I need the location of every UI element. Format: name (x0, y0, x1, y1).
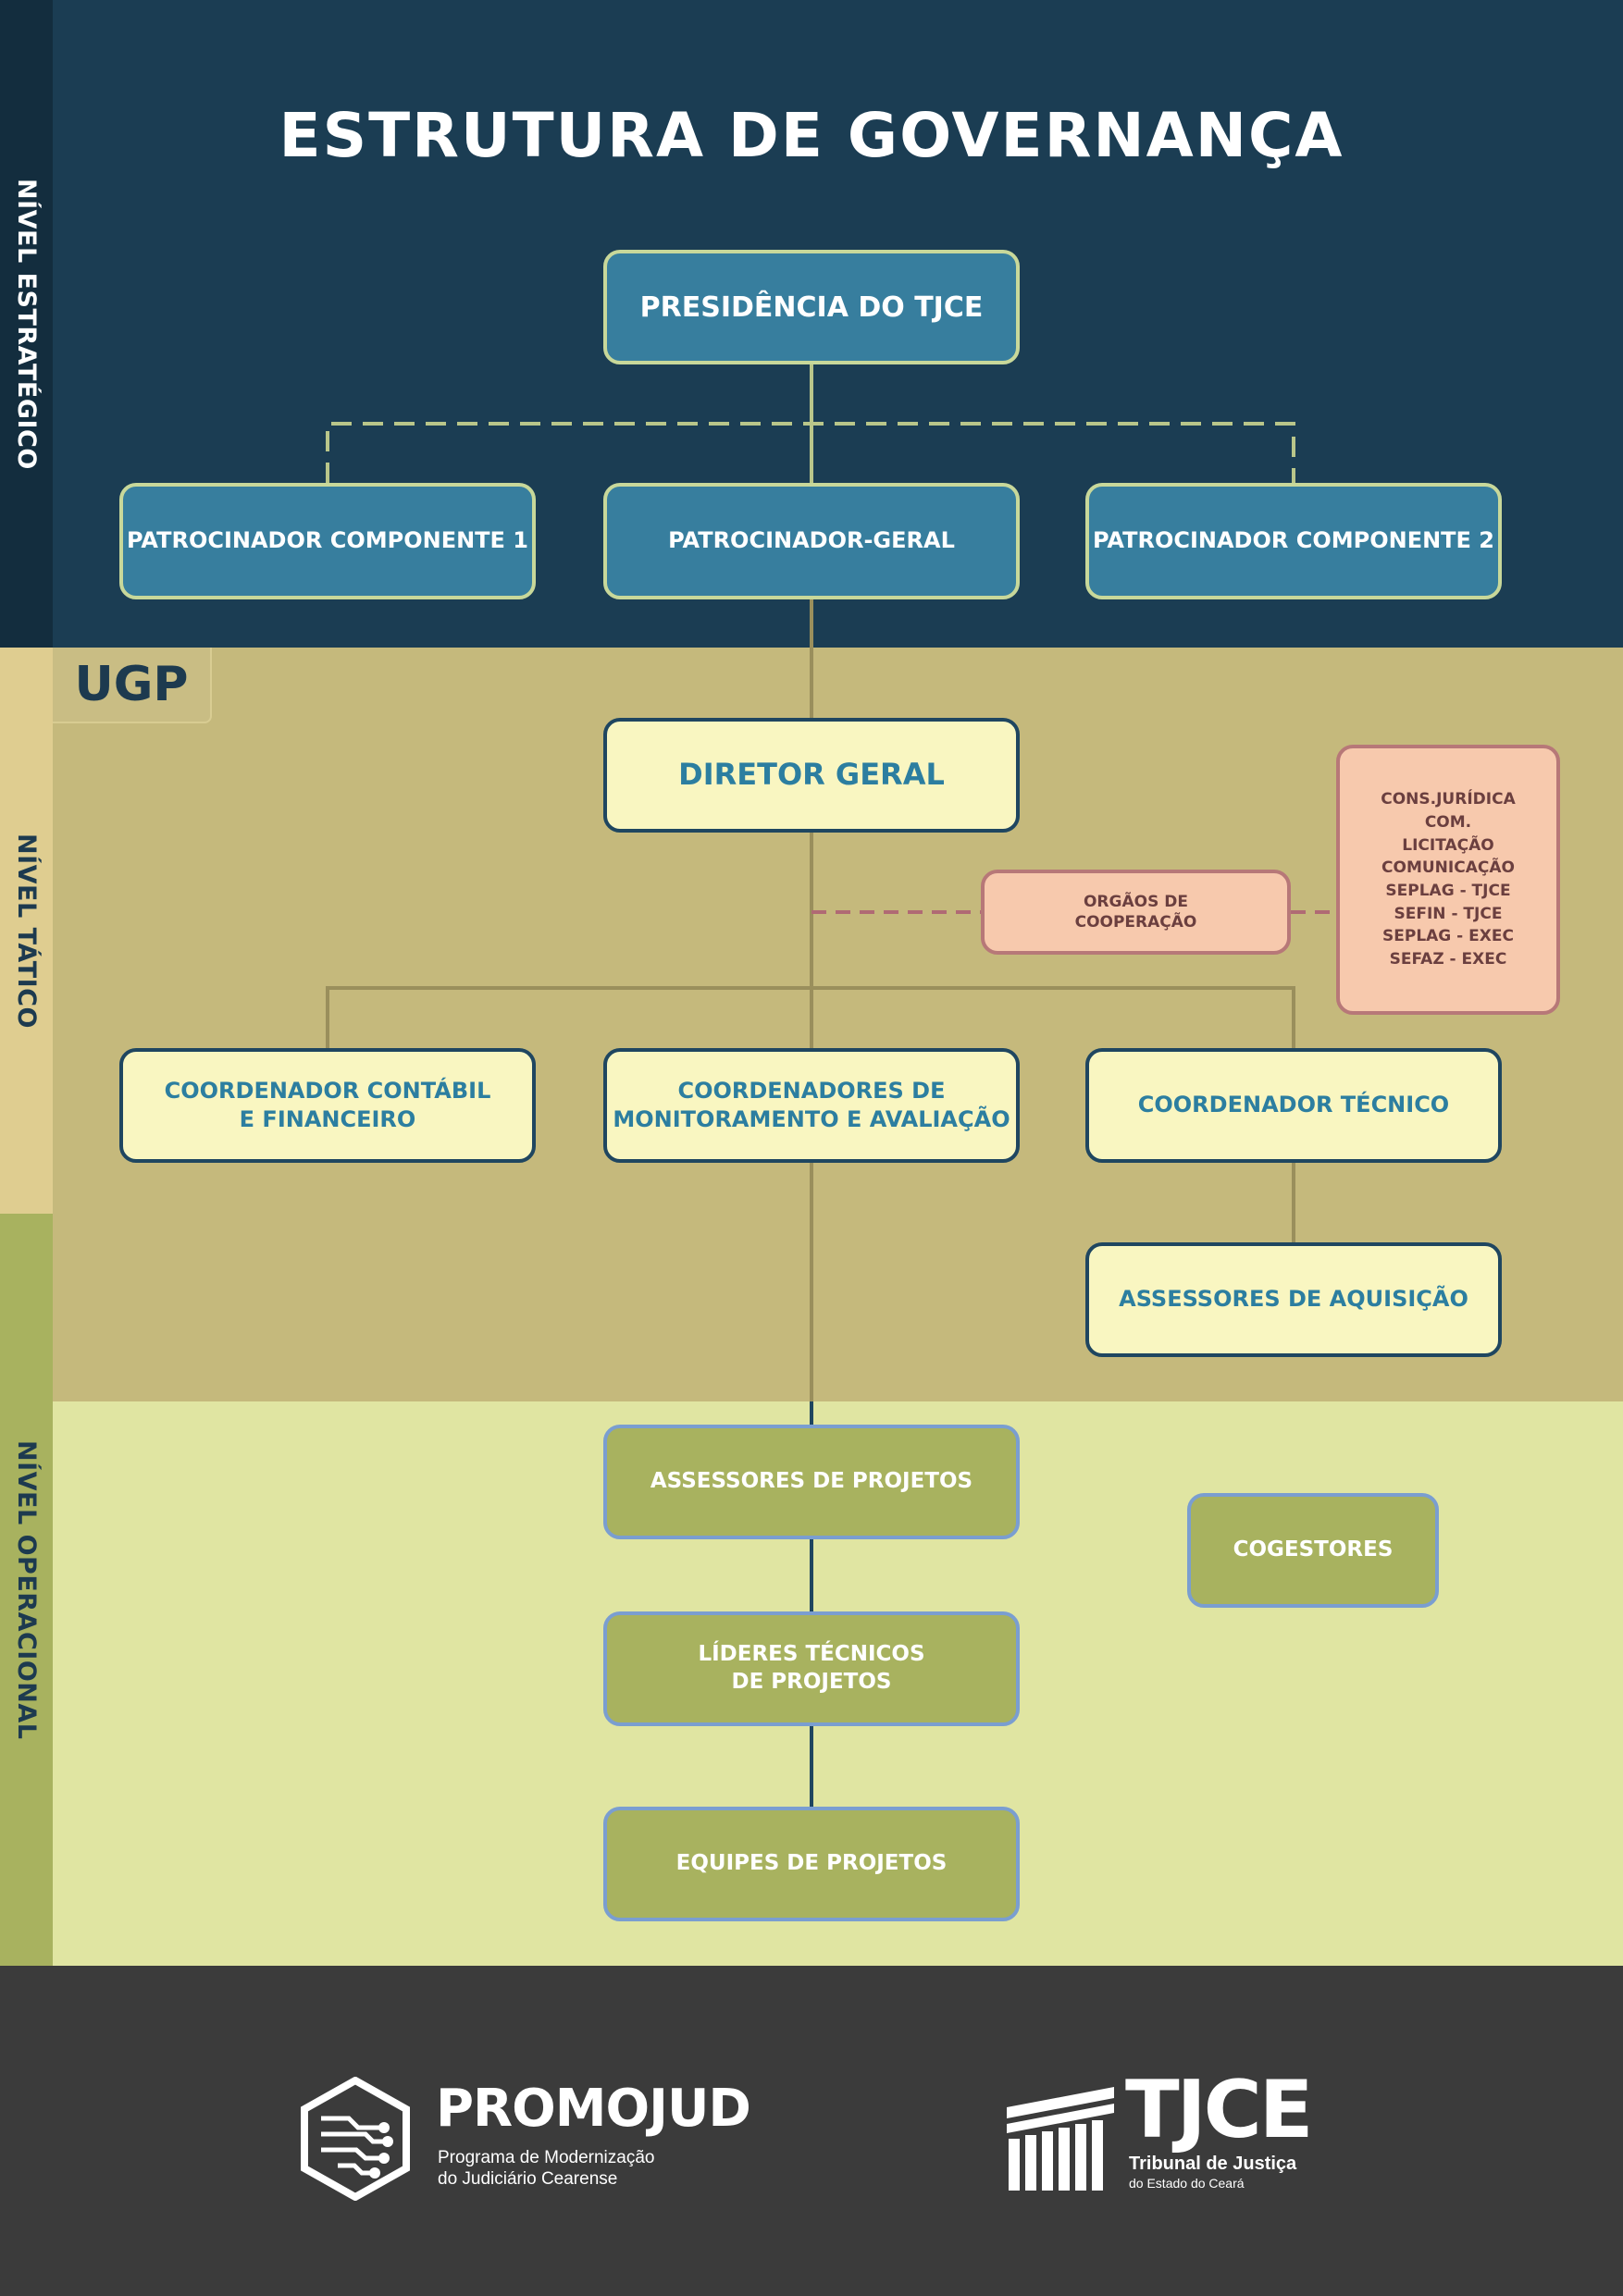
node-patrocinador-geral: PATROCINADOR-GERAL (603, 483, 1020, 599)
connector-coordenadores-bar (326, 986, 1295, 1048)
promojud-name: PROMOJUD (436, 2079, 751, 2139)
tjce-subtitle-1: Tribunal de Justiça (1129, 2154, 1297, 2174)
node-patrocinador-componente-1: PATROCINADOR COMPONENTE 1 (119, 483, 536, 599)
tactical-level-label: NÍVEL TÁTICO (12, 833, 41, 1029)
strategic-level-sidebar: NÍVEL ESTRATÉGICO (0, 0, 53, 648)
page-title: ESTRUTURA DE GOVERNANÇA (279, 100, 1344, 171)
operational-level-label: NÍVEL OPERACIONAL (12, 1439, 41, 1740)
node-cogestores: COGESTORES (1187, 1493, 1439, 1608)
tjce-logo: TJCE Tribunal de Justiça do Estado do Ce… (1007, 2070, 1321, 2200)
promojud-hexagon-icon (301, 2077, 410, 2201)
connector-dashed-patrocinadores (326, 422, 1295, 483)
node-lideres-tecnicos: LÍDERES TÉCNICOS DE PROJETOS (603, 1611, 1020, 1726)
promojud-subtitle-1: Programa de Modernização (438, 2148, 655, 2167)
tjce-columns-icon (1007, 2087, 1114, 2191)
node-orgaos-cooperacao: ORGÃOS DE COOPERAÇÃO (981, 870, 1291, 955)
node-equipes-projetos: EQUIPES DE PROJETOS (603, 1807, 1020, 1921)
node-presidencia: PRESIDÊNCIA DO TJCE (603, 250, 1020, 364)
tjce-subtitle-2: do Estado do Ceará (1129, 2176, 1245, 2191)
node-coordenadores-monitoramento: COORDENADORES DE MONITORAMENTO E AVALIAÇ… (603, 1048, 1020, 1163)
ugp-label: UGP (53, 648, 212, 723)
node-diretor-geral: DIRETOR GERAL (603, 718, 1020, 833)
operational-level-sidebar: NÍVEL OPERACIONAL (0, 1214, 53, 1966)
connector-lines (326, 364, 1336, 1807)
node-patrocinador-componente-2: PATROCINADOR COMPONENTE 2 (1085, 483, 1502, 599)
footer-band (0, 1966, 1623, 2296)
node-coordenador-tecnico: COORDENADOR TÉCNICO (1085, 1048, 1502, 1163)
promojud-subtitle-2: do Judiciário Cearense (438, 2169, 618, 2189)
node-assessores-aquisicao: ASSESSORES DE AQUISIÇÃO (1085, 1242, 1502, 1357)
tjce-name: TJCE (1125, 2064, 1314, 2156)
node-cooperacao-lista: CONS.JURÍDICA COM. LICITAÇÃO COMUNICAÇÃO… (1336, 745, 1560, 1015)
node-assessores-projetos: ASSESSORES DE PROJETOS (603, 1425, 1020, 1539)
node-coordenador-contabil: COORDENADOR CONTÁBIL E FINANCEIRO (119, 1048, 536, 1163)
tactical-level-sidebar: NÍVEL TÁTICO (0, 648, 53, 1214)
promojud-logo: PROMOJUD Programa de Modernização do Jud… (301, 2077, 751, 2206)
strategic-level-label: NÍVEL ESTRATÉGICO (12, 178, 41, 470)
